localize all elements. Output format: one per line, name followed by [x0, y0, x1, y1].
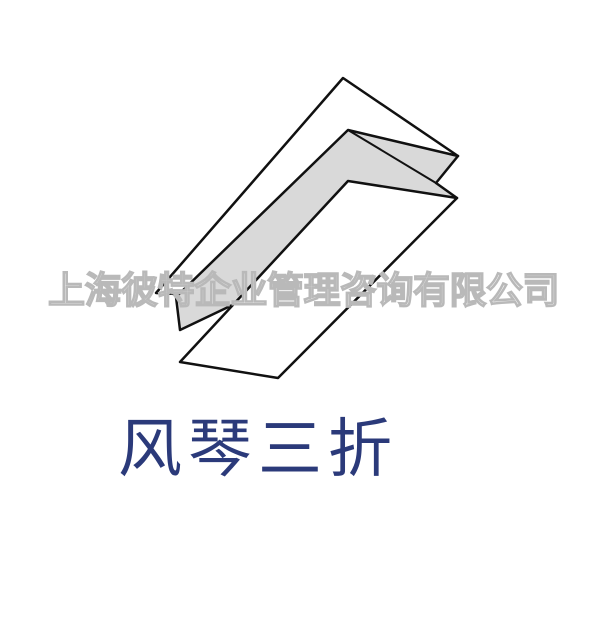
front-panel [178, 179, 459, 380]
caption-title: 风琴三折 [118, 413, 398, 487]
fold-crease-top [347, 129, 437, 184]
watermark-text: 上海彼特企业管理咨询有限公司 [47, 269, 560, 312]
